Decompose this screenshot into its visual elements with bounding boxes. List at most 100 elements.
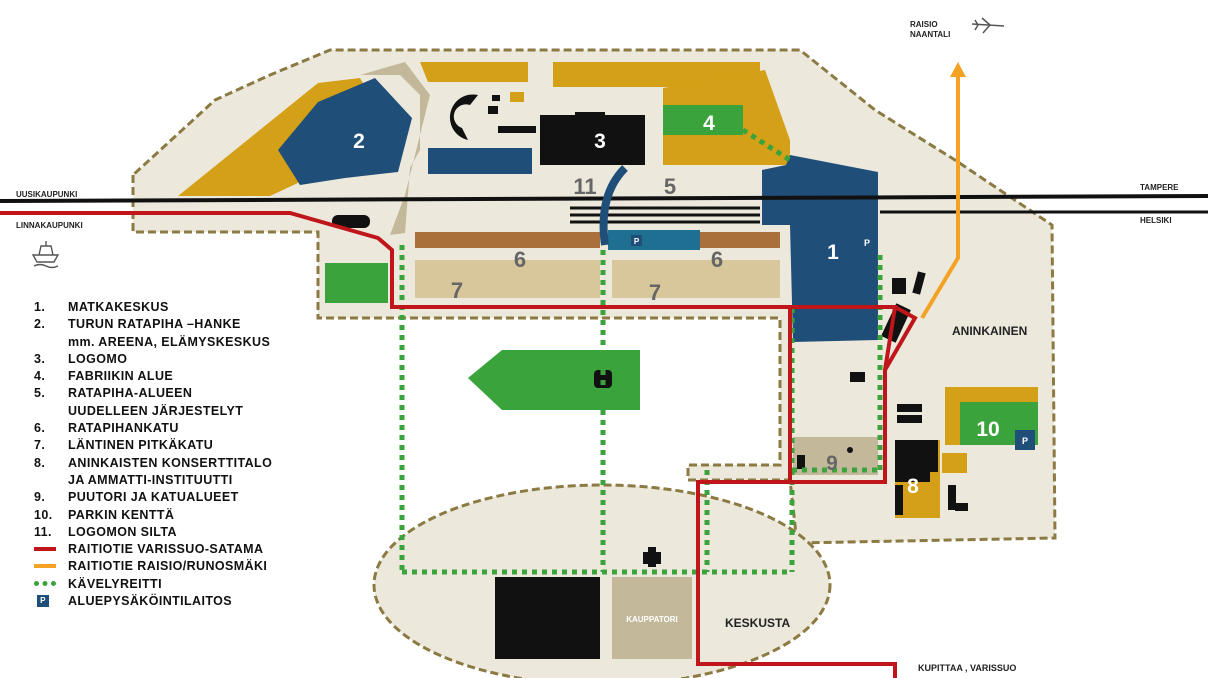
place-keskusta: KESKUSTA	[725, 616, 790, 630]
building-d	[850, 372, 865, 382]
legend-text: ALUEPYSÄKÖINTILAITOS	[68, 594, 233, 609]
legend-item: JA AMMATTI-INSTITUUTTI	[34, 473, 324, 490]
place-linnakaupunki: LINNAKAUPUNKI	[16, 221, 83, 230]
place-tampere: TAMPERE	[1140, 183, 1179, 192]
building-f	[897, 415, 922, 423]
walking-route-icon	[34, 581, 56, 587]
red-tram-line-icon	[34, 547, 56, 552]
legend-number: 6.	[34, 421, 46, 436]
legend-symbol-item: RAITIOTIE RAISIO/RUNOSMÄKI	[34, 559, 324, 576]
green-left-block	[325, 263, 388, 303]
legend-text: LÄNTINEN PITKÄKATU	[68, 438, 214, 453]
matkakeskus-building	[762, 155, 878, 342]
legend-text: ANINKAISTEN KONSERTTITALO	[68, 455, 273, 470]
place-raisio: RAISIO	[910, 20, 938, 29]
label-1: 1	[827, 241, 839, 264]
label-5: 5	[664, 174, 676, 199]
legend-symbol: P	[34, 594, 68, 608]
pitkakatu-tan-left	[415, 260, 600, 298]
legend-item: 10.PARKIN KENTTÄ	[34, 508, 324, 525]
legend-item: 5. RATAPIHA-ALUEEN	[34, 386, 324, 403]
parking-mark-1: P	[864, 238, 870, 248]
parking-mark-2: P	[634, 237, 640, 246]
konserttitalo-black	[895, 440, 930, 482]
label-9: 9	[826, 452, 838, 475]
place-uusikaupunki: UUSIKAUPUNKI	[16, 190, 77, 199]
black-bar-1	[488, 106, 498, 114]
legend-symbol	[34, 559, 68, 573]
legend-item: 3.LOGOMO	[34, 352, 324, 369]
place-helsinki: HELSIKI	[1140, 216, 1172, 225]
legend-text: mm. AREENA, ELÄMYSKESKUS	[68, 334, 271, 349]
legend-number: 7.	[34, 438, 46, 453]
ratapiha-katu-brown-right	[700, 232, 780, 248]
logomo-top	[575, 112, 605, 120]
building-e	[897, 404, 922, 412]
fabriikki-green	[663, 105, 743, 135]
label-6a: 6	[514, 247, 526, 272]
gold-small	[510, 92, 524, 102]
label-10: 10	[976, 418, 999, 441]
label-8: 8	[907, 475, 919, 498]
airplane-icon	[971, 17, 1005, 34]
navy-bar	[428, 148, 532, 174]
legend-number: 5.	[34, 386, 46, 401]
legend-symbol-item: KÄVELYREITTI	[34, 577, 324, 594]
konserttitalo-black-2	[895, 485, 903, 515]
market-hall	[495, 577, 600, 659]
ratapiha-katu-brown-left	[415, 232, 600, 248]
small-block-1	[948, 485, 956, 510]
orange-tram-line-icon	[34, 564, 56, 569]
puutori-dot	[847, 447, 853, 453]
legend-text: RAITIOTIE VARISSUO-SATAMA	[68, 542, 264, 557]
ship-icon	[31, 241, 60, 269]
building-a	[892, 278, 906, 294]
legend-text: KÄVELYREITTI	[68, 576, 162, 591]
legend-symbol	[34, 542, 68, 556]
parking-icon: P	[37, 595, 49, 608]
legend-text: RATAPIHANKATU	[68, 421, 179, 436]
parkin-kentta-gold	[945, 387, 1038, 402]
legend-symbol-item: P ALUEPYSÄKÖINTILAITOS	[34, 594, 324, 611]
legend-text: RATAPIHA-ALUEEN	[68, 386, 193, 401]
label-11: 11	[573, 174, 596, 199]
tram-line-raisio-runosmaki	[920, 75, 960, 320]
bus-shape	[332, 215, 370, 228]
parking-structure	[608, 230, 700, 250]
parking-mark-3: P	[1022, 436, 1028, 446]
pitkakatu-tan-right	[612, 260, 780, 298]
place-naantali: NAANTALI	[910, 30, 950, 39]
legend-text: JA AMMATTI-INSTITUUTTI	[68, 472, 233, 487]
area-2-building	[278, 78, 412, 185]
legend-text: MATKAKESKUS	[68, 300, 169, 314]
legend-number: 9.	[34, 490, 46, 505]
parkin-kentta-parking	[1015, 430, 1035, 450]
legend-text: LOGOMON SILTA	[68, 524, 177, 539]
legend-item: mm. AREENA, ELÄMYSKESKUS	[34, 335, 324, 352]
gold-strip-top	[420, 62, 528, 82]
label-7a: 7	[451, 278, 463, 303]
legend-number: 8.	[34, 455, 46, 470]
tram-diagonal	[883, 305, 918, 371]
black-dot	[492, 95, 500, 101]
black-curved-building	[449, 94, 478, 140]
legend-number: 2.	[34, 317, 46, 332]
konserttitalo-black-3	[930, 440, 938, 472]
black-bar-2	[498, 126, 536, 133]
legend-item: 2. TURUN RATAPIHA –HANKE	[34, 317, 324, 334]
city-center-area	[372, 483, 832, 678]
logomo-building	[540, 115, 645, 165]
legend-number: 4.	[34, 369, 46, 384]
legend-item: UUDELLEEN JÄRJESTELYT	[34, 404, 324, 421]
legend-text: PUUTORI JA KATUALUEET	[68, 490, 239, 505]
place-kauppatori: KAUPPATORI	[626, 615, 678, 624]
label-7b: 7	[649, 280, 661, 305]
legend-text: TURUN RATAPIHA –HANKE	[68, 317, 241, 332]
legend-item: 7. LÄNTINEN PITKÄKATU	[34, 438, 324, 455]
legend-symbol-item: RAITIOTIE VARISSUO-SATAMA	[34, 542, 324, 559]
label-2: 2	[353, 130, 365, 153]
small-block-2	[955, 503, 968, 511]
legend-item: 6. RATAPIHANKATU	[34, 421, 324, 438]
